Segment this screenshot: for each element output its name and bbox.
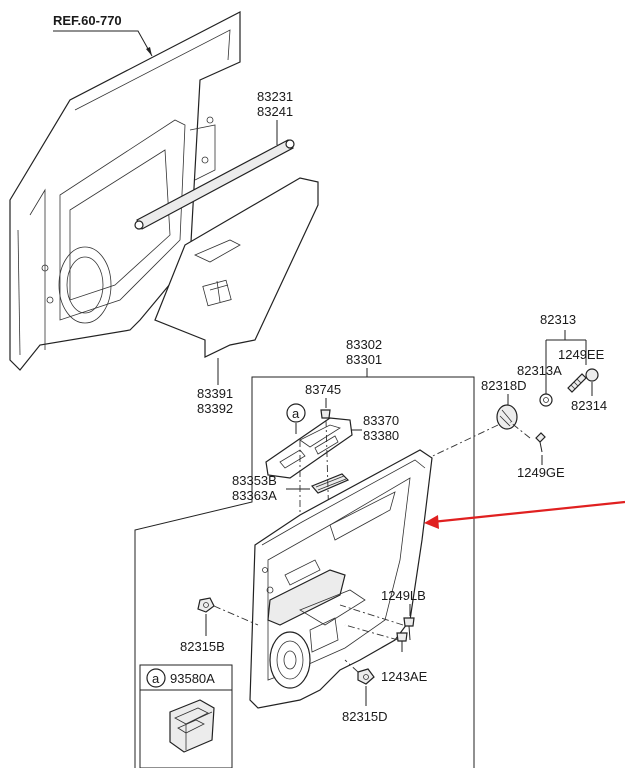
ref-leader [53, 30, 153, 57]
label-93580A: 93580A [170, 671, 215, 686]
ref-label: REF.60-770 [53, 13, 122, 28]
dashed-leader-82315D [344, 659, 359, 673]
label-83241: 83241 [257, 104, 293, 119]
label-83301: 83301 [346, 352, 382, 367]
label-1249EE: 1249EE [558, 347, 605, 362]
label-83231: 83231 [257, 89, 293, 104]
label-83380: 83380 [363, 428, 399, 443]
red-pointer-arrow [424, 500, 625, 529]
label-83370: 83370 [363, 413, 399, 428]
label-83392: 83392 [197, 401, 233, 416]
label-82315D: 82315D [342, 709, 388, 724]
label-83353B: 83353B [232, 473, 277, 488]
switch-panel-83370 [265, 417, 353, 479]
label-83363A: 83363A [232, 488, 277, 503]
dashed-leader-1249LB-2 [344, 624, 399, 641]
clip-82315D [357, 668, 375, 685]
label-1249GE: 1249GE [517, 465, 565, 480]
bracket-82318D [496, 404, 518, 430]
screw-1249EE [567, 373, 587, 393]
ref-arrowhead [146, 47, 152, 56]
dashed-leader-1249GE [509, 421, 531, 439]
label-82314: 82314 [571, 398, 607, 413]
screw-1249LB [396, 617, 415, 652]
label-82318D: 82318D [481, 378, 527, 393]
label-83302: 83302 [346, 337, 382, 352]
washer-82313A [539, 393, 553, 407]
door-trim-panel [249, 449, 433, 709]
callout-a-top: a [292, 406, 300, 421]
inset-box-93580A [139, 664, 233, 768]
label-83745: 83745 [305, 382, 341, 397]
label-1249LB: 1249LB [381, 588, 426, 603]
cap-82314 [585, 368, 599, 382]
dashed-leader-82318D [419, 424, 499, 463]
bracket-82313 [545, 330, 587, 395]
label-1243AE: 1243AE [381, 669, 428, 684]
screw-1249GE [535, 432, 546, 453]
grille-83353B [310, 473, 350, 494]
label-82315B: 82315B [180, 639, 225, 654]
callout-a-circle-inset [146, 668, 166, 688]
sealing-cover-part [154, 177, 319, 358]
label-82313: 82313 [540, 312, 576, 327]
clip-82315B [197, 597, 215, 613]
bracket-83301 [134, 368, 475, 768]
dashed-leader-82315B [213, 605, 259, 626]
door-frame-part [9, 11, 241, 371]
weatherstrip-part [134, 139, 295, 230]
dashed-leader-1249LB [339, 604, 404, 626]
callout-a-inset: a [152, 671, 160, 686]
label-82313A: 82313A [517, 363, 562, 378]
switch-93580A [169, 699, 215, 753]
callout-a-circle-top [286, 403, 306, 423]
clip-83745 [320, 409, 331, 419]
label-83391: 83391 [197, 386, 233, 401]
